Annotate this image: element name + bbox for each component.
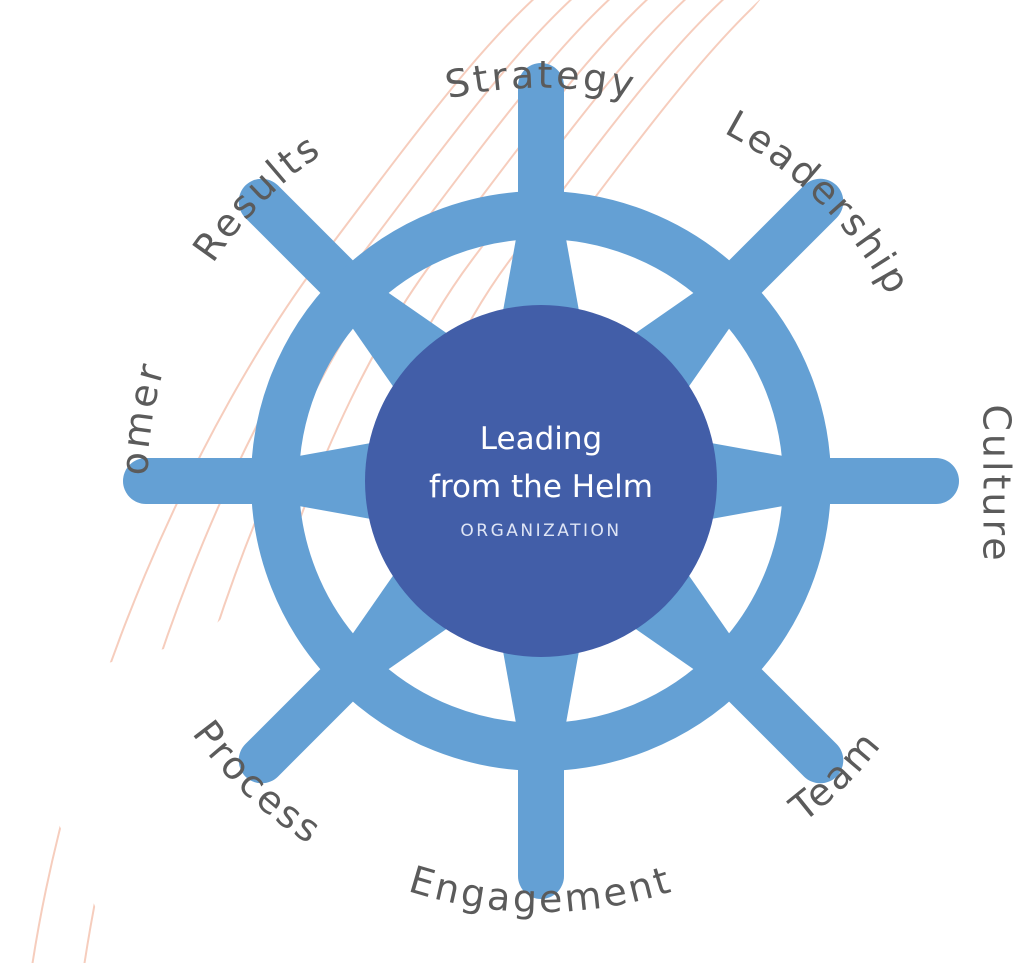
label-culture: Culture [975, 404, 1019, 563]
hub-title-line-1: Leading [480, 421, 602, 457]
label-customer-text: Customer [0, 0, 170, 476]
hub-title-line-2: from the Helm [429, 469, 653, 505]
hub-subtitle: ORGANIZATION [460, 521, 621, 541]
wheel-rim [251, 191, 831, 771]
label-customer: Customer [0, 0, 173, 476]
wheel-hub [365, 305, 717, 657]
